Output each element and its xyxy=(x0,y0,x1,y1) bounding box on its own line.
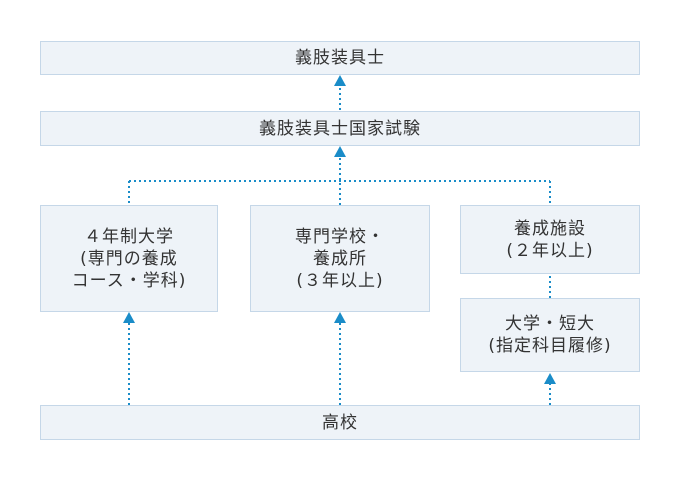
box-vocational-school-line-1: 専門学校・ xyxy=(295,226,385,247)
box-college: 大学・短大 (指定科目履修) xyxy=(460,298,640,372)
box-national-exam-label: 義肢装具士国家試験 xyxy=(259,118,421,139)
box-college-line-1: 大学・短大 xyxy=(504,314,595,334)
arrowhead-gishi xyxy=(334,75,346,86)
arrowhead-vocational xyxy=(334,312,346,323)
arrowhead-exam xyxy=(334,146,346,157)
box-university-4year-line-3: コース・学科) xyxy=(71,270,187,291)
box-high-school: 高校 xyxy=(40,405,640,440)
box-university-4year: ４年制大学 (専門の養成 コース・学科) xyxy=(40,205,218,312)
arrowhead-univ4 xyxy=(123,312,135,323)
box-vocational-school: 専門学校・ 養成所 (３年以上) xyxy=(250,205,430,312)
box-vocational-school-line-3: (３年以上) xyxy=(296,270,384,291)
box-university-4year-line-2: (専門の養成 xyxy=(80,248,178,269)
box-gishi: 義肢装具士 xyxy=(40,41,640,75)
box-high-school-label: 高校 xyxy=(322,412,358,433)
box-college-line-2: (指定科目履修) xyxy=(488,336,612,356)
box-training-facility-line-2: (２年以上) xyxy=(506,240,594,261)
arrowhead-college xyxy=(544,373,556,384)
box-training-facility-line-1: 養成施設 xyxy=(513,218,586,239)
box-national-exam: 義肢装具士国家試験 xyxy=(40,111,640,146)
box-gishi-label: 義肢装具士 xyxy=(295,48,385,68)
box-vocational-school-line-2: 養成所 xyxy=(313,248,367,269)
box-university-4year-line-1: ４年制大学 xyxy=(83,226,174,247)
box-training-facility: 養成施設 (２年以上) xyxy=(460,205,640,274)
